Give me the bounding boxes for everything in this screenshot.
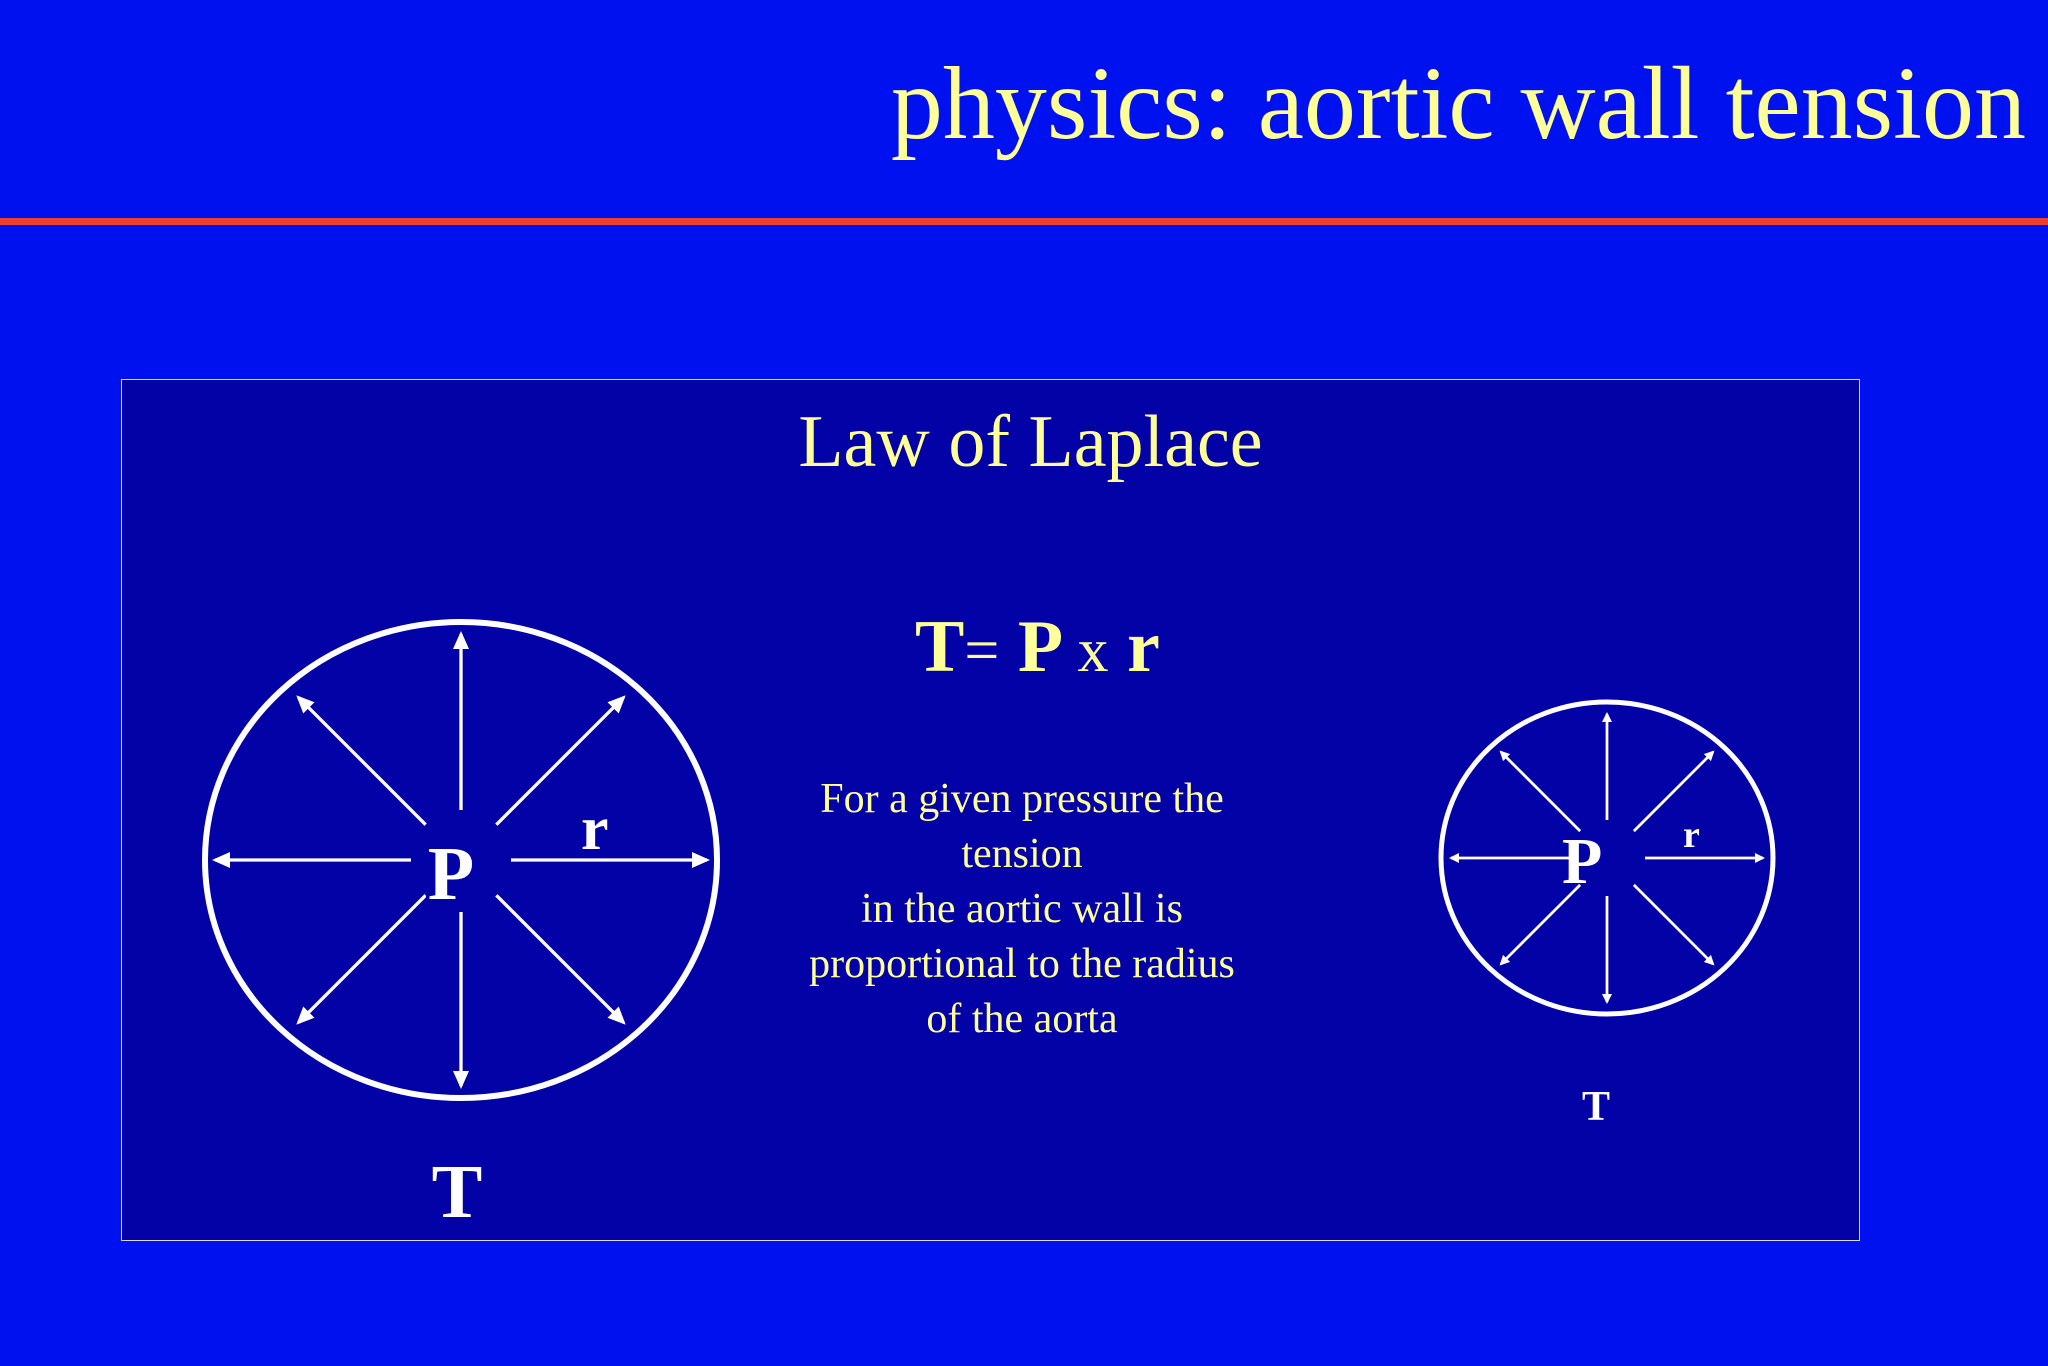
small-vessel-pressure-arrow-southeast: [1632, 883, 1715, 966]
description-line: of the aorta: [926, 996, 1118, 1042]
description-line: proportional to the radius: [809, 941, 1235, 987]
description-text: For a given pressure the tension in the …: [762, 772, 1282, 1047]
large-vessel-pressure-arrow-northeast: [495, 695, 626, 826]
large-vessel-pressure-arrow-southwest: [296, 894, 427, 1025]
diagram-panel: Law of Laplace T= P x r For a given pres…: [121, 379, 1860, 1241]
vessel-diagrams: [202, 619, 1776, 1101]
small-vessel-tension-label: T: [1582, 1084, 1611, 1130]
small-vessel-radius-label: r: [1683, 814, 1700, 856]
large-vessel-pressure-arrow-northwest: [296, 695, 427, 826]
description-line: For a given pressure the tension: [820, 776, 1224, 877]
large-vessel-pressure-arrow-southeast: [495, 894, 626, 1025]
formula-pressure: P: [1017, 606, 1059, 688]
small-vessel-pressure-label: P: [1562, 825, 1603, 898]
laplace-formula: T= P x r: [915, 610, 1160, 684]
large-vessel-radius-label: r: [581, 795, 609, 863]
title-divider: [0, 218, 2048, 225]
formula-radius: r: [1126, 606, 1160, 688]
panel-heading: Law of Laplace: [798, 401, 1263, 483]
formula-equals: =: [964, 617, 1000, 685]
small-vessel-pressure-arrow-northeast: [1632, 750, 1715, 833]
large-vessel: [202, 619, 720, 1101]
large-vessel-tension-label: T: [431, 1150, 483, 1234]
small-vessel-pressure-arrow-northwest: [1499, 750, 1582, 833]
formula-tension: T: [915, 606, 965, 688]
large-vessel-pressure-label: P: [426, 832, 476, 916]
small-vessel-pressure-arrow-southwest: [1499, 883, 1582, 966]
large-vessel-wall: [202, 619, 720, 1101]
formula-times: x: [1077, 617, 1109, 685]
slide-title: physics: aortic wall tension: [890, 46, 2026, 161]
small-vessel: [1438, 699, 1776, 1017]
description-line: in the aortic wall is: [861, 886, 1183, 932]
small-vessel-wall: [1438, 699, 1776, 1017]
